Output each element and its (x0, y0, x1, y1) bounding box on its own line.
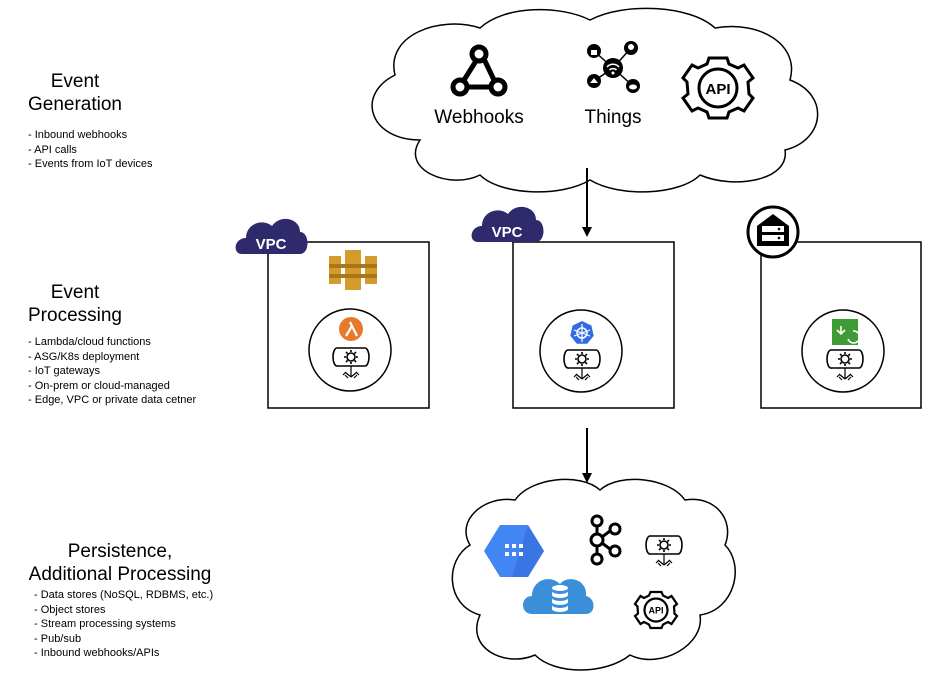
vpc-label-left: VPC (256, 236, 287, 253)
gcp-hexagon-icon (484, 525, 544, 577)
bullet-item: Data stores (NoSQL, RDBMS, etc.) (34, 588, 213, 603)
persistence-bullets: Data stores (NoSQL, RDBMS, etc.) Object … (34, 588, 213, 661)
event-generation-title-line1: Event (50, 71, 100, 92)
api-gear-icon: API (680, 56, 756, 120)
aws-lambda-icon (339, 317, 363, 341)
event-processing-title-line2: Processing (28, 305, 122, 326)
bullet-item: Stream processing systems (34, 617, 213, 632)
vpc-label-center: VPC (492, 224, 523, 241)
bullet-item: Object stores (34, 603, 213, 618)
persistence-title: Persistence, Additional Processing (0, 540, 240, 586)
aws-api-gateway-icon (329, 250, 377, 290)
event-processing-title-line1: Event (50, 282, 100, 303)
iot-greengrass-icon (832, 319, 861, 345)
kafka-icon (589, 514, 622, 566)
bullet-item: Lambda/cloud functions (28, 335, 196, 350)
bullet-item: ASG/K8s deployment (28, 350, 196, 365)
cloud-database-icon (523, 579, 594, 614)
event-generation-title: Event Generation (10, 70, 140, 116)
bullet-item: Inbound webhooks/APIs (34, 646, 213, 661)
bullet-item: API calls (28, 143, 153, 158)
bullet-item: On-prem or cloud-managed (28, 379, 196, 394)
webhooks-icon (450, 44, 508, 97)
things-label: Things (584, 107, 641, 128)
event-processing-bullets: Lambda/cloud functions ASG/K8s deploymen… (28, 335, 196, 408)
bullet-item: Inbound webhooks (28, 128, 153, 143)
persistence-cloud (451, 478, 736, 671)
kubernetes-icon (570, 321, 594, 344)
api-label: API (705, 81, 730, 98)
bullet-item: Events from IoT devices (28, 157, 153, 172)
iot-things-icon (587, 41, 640, 93)
event-generation-bullets: Inbound webhooks API calls Events from I… (28, 128, 153, 172)
webhooks-label: Webhooks (434, 107, 523, 128)
api-label-small: API (648, 606, 663, 616)
event-generation-title-line2: Generation (27, 94, 122, 115)
datacenter-server-icon (746, 205, 800, 259)
bullet-item: Pub/sub (34, 632, 213, 647)
persistence-title-line1: Persistence, (67, 541, 173, 562)
api-gear-icon-small: API (633, 590, 679, 630)
persistence-title-line2: Additional Processing (28, 564, 212, 585)
vpc-badge-center: VPC (471, 206, 544, 242)
bullet-item: Edge, VPC or private data cetner (28, 393, 196, 408)
bullet-item: IoT gateways (28, 364, 196, 379)
vpc-badge-left: VPC (235, 218, 308, 254)
event-processing-title: Event Processing (10, 281, 140, 327)
